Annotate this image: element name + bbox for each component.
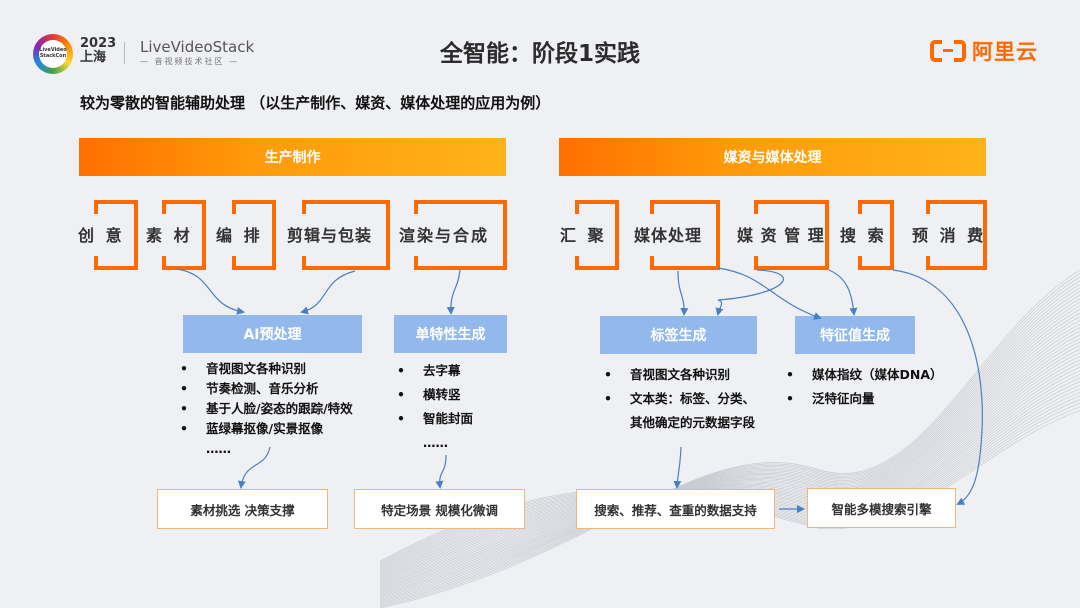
banner-label: 媒资与媒体处理 bbox=[723, 150, 822, 166]
list-item: 文本类：标签、分类、 bbox=[604, 387, 755, 411]
stage-item: 创 意 bbox=[78, 200, 138, 270]
wave-line bbox=[379, 298, 1080, 599]
stage-item: 素 材 bbox=[146, 200, 206, 270]
wave-line bbox=[379, 284, 1080, 604]
stage-label: 创 意 bbox=[78, 226, 125, 245]
stage-item: 预 消 费 bbox=[912, 200, 987, 270]
wave-line bbox=[379, 280, 1080, 605]
slide-subtitle: 较为零散的智能辅助处理 （以生产制作、媒资、媒体处理的应用为例） bbox=[80, 94, 551, 112]
tag-generation-header: 标签生成 bbox=[600, 316, 757, 354]
stage-item: 媒 资 管 理 bbox=[737, 200, 829, 270]
stage-label: 编 排 bbox=[216, 226, 263, 245]
list-item: 去字幕 bbox=[397, 359, 473, 383]
stage-label: 剪辑与包装 bbox=[287, 226, 373, 245]
feature-value-list: 媒体指纹（媒体DNA） 泛特征向量 bbox=[786, 363, 943, 411]
stage-label: 汇 聚 bbox=[560, 226, 607, 245]
single-feature-header: 单特性生成 bbox=[394, 315, 507, 353]
wave-line bbox=[379, 399, 1080, 566]
stage-item: 渲染与合成 bbox=[399, 200, 507, 270]
stage-label: 媒 资 管 理 bbox=[737, 226, 825, 245]
wave-line bbox=[379, 276, 1080, 606]
wave-line bbox=[379, 392, 1080, 568]
aliyun-bracket-icon bbox=[930, 40, 966, 62]
list-item: 横转竖 bbox=[397, 383, 473, 407]
wave-line bbox=[379, 410, 1080, 562]
list-item: 节奏检测、音乐分析 bbox=[180, 379, 353, 399]
list-ellipsis: …… bbox=[423, 435, 448, 450]
list-continuation: 其他确定的元数据字段 bbox=[630, 415, 756, 430]
wave-line bbox=[379, 273, 1080, 608]
stage-item: 剪辑与包装 bbox=[287, 200, 390, 270]
output-label: 素材挑选 决策支撑 bbox=[190, 502, 295, 518]
box-title: 单特性生成 bbox=[415, 327, 486, 343]
stage-label: 预 消 费 bbox=[912, 226, 987, 245]
output-material-selection: 素材挑选 决策支撑 bbox=[157, 489, 328, 529]
wave-line bbox=[379, 302, 1080, 598]
stage-label: 素 材 bbox=[146, 226, 193, 245]
banner-label: 生产制作 bbox=[264, 150, 321, 166]
list-item: 泛特征向量 bbox=[786, 387, 943, 411]
conference-year: 2023 bbox=[80, 36, 117, 51]
ai-preprocess-list: 音视图文各种识别 节奏检测、音乐分析 基于人脸/姿态的跟踪/特效 蓝绿幕抠像/实… bbox=[180, 359, 353, 459]
stage-item: 搜 索 bbox=[840, 200, 894, 270]
wave-line bbox=[379, 294, 1080, 600]
wave-line bbox=[379, 269, 1080, 608]
list-item: 蓝绿幕抠像/实景抠像 bbox=[180, 419, 353, 439]
wave-line bbox=[379, 320, 1080, 592]
list-item: 媒体指纹（媒体DNA） bbox=[786, 363, 943, 387]
box-title: 标签生成 bbox=[650, 328, 707, 344]
feature-value-header: 特征值生成 bbox=[795, 316, 915, 354]
tag-generation-list: 音视图文各种识别 文本类：标签、分类、 其他确定的元数据字段 bbox=[604, 363, 755, 435]
page-title: 全智能：阶段1实践 bbox=[439, 41, 640, 67]
box-title: AI预处理 bbox=[243, 327, 302, 343]
output-multimodal-search-engine: 智能多模搜索引擎 bbox=[807, 488, 956, 528]
aliyun-logo: 阿里云 bbox=[930, 38, 1038, 64]
output-search-data-support: 搜索、推荐、查重的数据支持 bbox=[576, 489, 775, 529]
wave-line bbox=[379, 402, 1080, 564]
stage-item: 编 排 bbox=[216, 200, 276, 270]
stage-item: 汇 聚 bbox=[560, 200, 620, 270]
wave-line bbox=[379, 309, 1080, 596]
logo-divider bbox=[124, 42, 125, 64]
wave-line bbox=[379, 406, 1080, 563]
wave-line bbox=[379, 291, 1080, 602]
wave-line bbox=[379, 395, 1080, 567]
list-item: 智能封面 bbox=[397, 407, 473, 431]
wave-line bbox=[379, 305, 1080, 597]
stage-item: 媒体处理 bbox=[634, 200, 720, 270]
list-ellipsis: …… bbox=[206, 441, 231, 456]
stage-label: 媒体处理 bbox=[634, 226, 703, 245]
output-label: 智能多模搜索引擎 bbox=[831, 501, 932, 517]
output-label: 特定场景 规模化微调 bbox=[381, 502, 498, 518]
conference-city: 上海 bbox=[80, 50, 107, 65]
section-banner-production: 生产制作 bbox=[79, 138, 506, 176]
conference-logo-text: LiveVideo StackCon bbox=[39, 40, 67, 68]
box-title: 特征值生成 bbox=[820, 328, 890, 344]
community-subtitle: — 音视频技术社区 — bbox=[140, 57, 240, 66]
single-feature-list: 去字幕 横转竖 智能封面 …… bbox=[397, 359, 473, 455]
section-banner-media-assets: 媒资与媒体处理 bbox=[559, 138, 986, 176]
list-item: 音视图文各种识别 bbox=[604, 363, 755, 387]
ai-preprocess-header: AI预处理 bbox=[183, 315, 362, 353]
output-scenario-tuning: 特定场景 规模化微调 bbox=[354, 489, 525, 529]
community-logo: LiveVideoStack bbox=[140, 38, 255, 56]
wave-line bbox=[379, 312, 1080, 594]
wave-line bbox=[379, 287, 1080, 603]
output-label: 搜索、推荐、查重的数据支持 bbox=[594, 502, 757, 518]
list-item: 音视图文各种识别 bbox=[180, 359, 353, 379]
stage-label: 渲染与合成 bbox=[399, 226, 490, 245]
brand-name: 阿里云 bbox=[972, 40, 1038, 64]
stage-label: 搜 索 bbox=[840, 226, 887, 245]
list-item: 基于人脸/姿态的跟踪/特效 bbox=[180, 399, 353, 419]
